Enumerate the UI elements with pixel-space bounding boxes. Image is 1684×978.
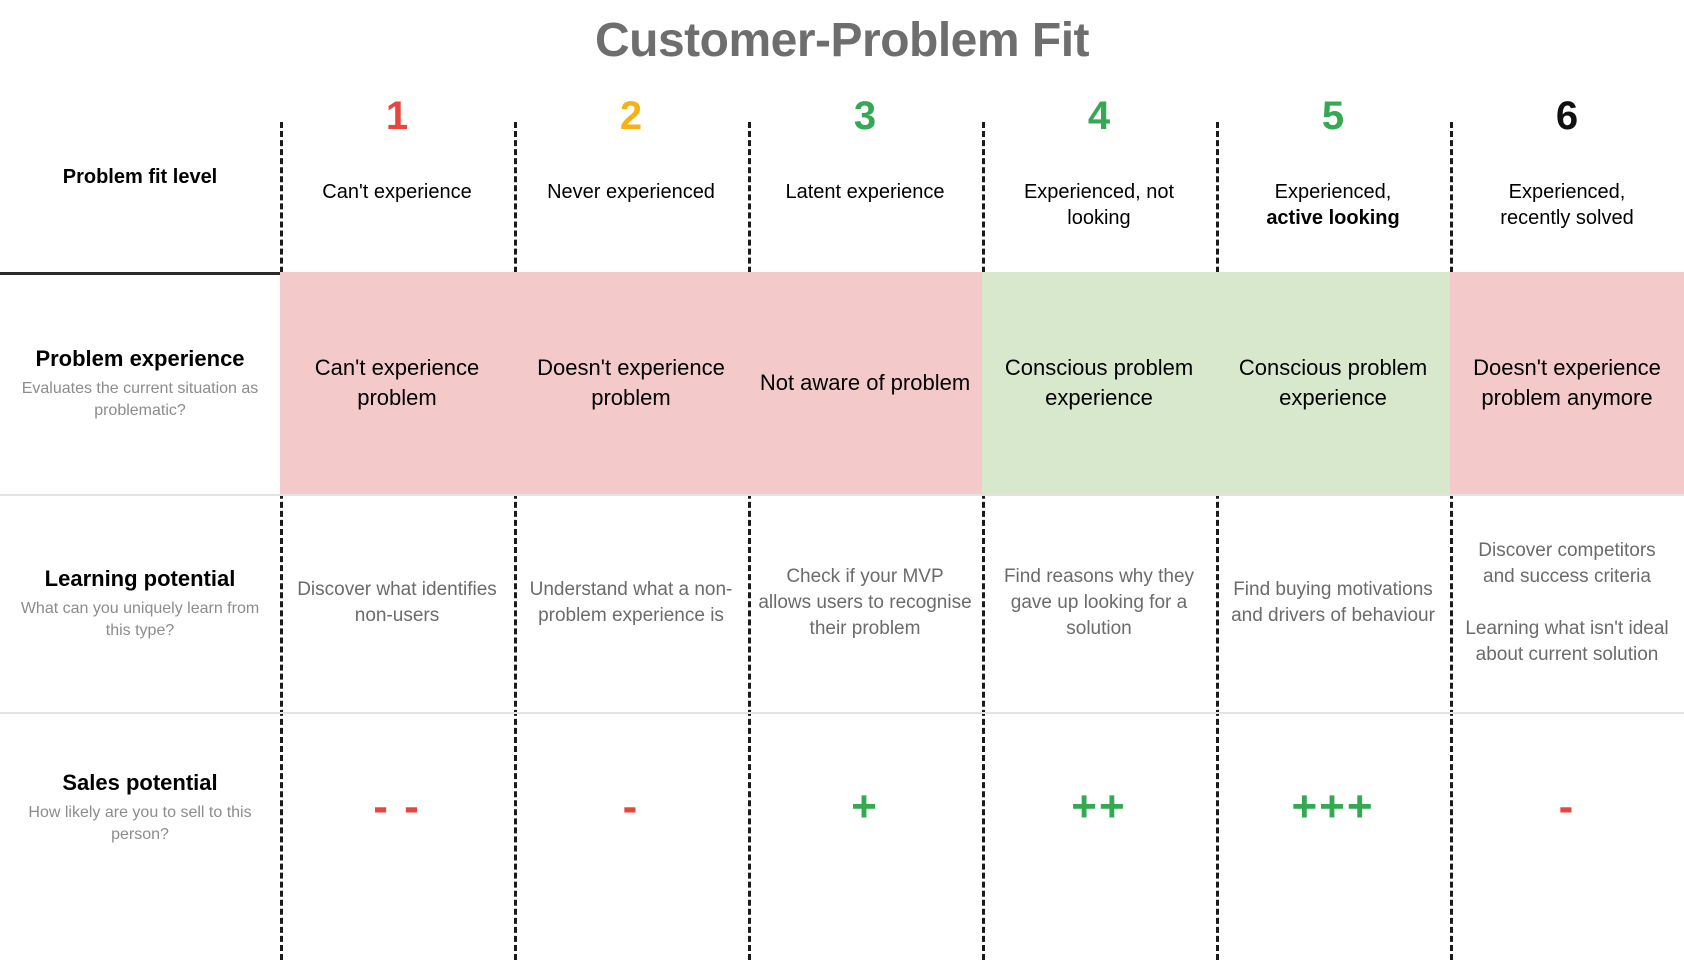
level-number: 2 xyxy=(619,94,643,138)
row-label-problem-experience: Problem experience Evaluates the current… xyxy=(0,272,280,494)
level-description-line2: recently solved xyxy=(1500,206,1634,229)
row-subtitle: What can you uniquely learn from this ty… xyxy=(20,600,260,639)
cell-sales-potential-6: - xyxy=(1558,782,1576,831)
cell-problem-experience-2: Doesn't experience problem xyxy=(514,272,748,494)
row-title: Learning potential xyxy=(44,565,236,591)
cell-paragraph: Discover competitors and success criteri… xyxy=(1478,539,1656,587)
cell-problem-experience-6: Doesn't experience problem anymore xyxy=(1450,272,1684,494)
row-label-learning-potential: Learning potential What can you uniquely… xyxy=(0,494,280,712)
level-description-line1: Never experienced xyxy=(547,181,715,203)
cell-paragraph: Understand what a non-problem experience… xyxy=(529,578,733,626)
row-problem-experience: Problem experience Evaluates the current… xyxy=(0,272,1684,494)
row-sales-potential: Sales potential How likely are you to se… xyxy=(0,712,1684,902)
level-column-6: 6 Experienced, recently solved xyxy=(1450,82,1684,272)
cell-sales-potential-4: ++ xyxy=(1071,782,1127,831)
level-description: Latent experience xyxy=(785,180,944,206)
cell-learning-potential-3: Check if your MVP allows users to recogn… xyxy=(748,494,982,712)
cell-sales-potential-5: +++ xyxy=(1291,782,1375,831)
row-subtitle: Evaluates the current situation as probl… xyxy=(21,380,259,419)
cell-problem-experience-5: Conscious problem experience xyxy=(1216,272,1450,494)
level-description-line1: Latent experience xyxy=(785,181,945,203)
cell-sales-potential-1: - - xyxy=(373,782,421,831)
level-description: Never experienced xyxy=(547,180,715,206)
cell-paragraph: Learning what isn't ideal about current … xyxy=(1465,618,1669,666)
level-description-line2: looking xyxy=(1067,206,1131,229)
cell-problem-experience-3: Not aware of problem xyxy=(748,272,982,494)
level-description-line1: Experienced, not xyxy=(1023,181,1175,203)
level-number: 4 xyxy=(1087,94,1111,138)
level-description: Experienced, not looking xyxy=(1024,180,1174,231)
cell-learning-potential-5: Find buying motivations and drivers of b… xyxy=(1216,494,1450,712)
cell-problem-experience-4: Conscious problem experience xyxy=(982,272,1216,494)
cell-problem-experience-1: Can't experience problem xyxy=(280,272,514,494)
row-label-sales-potential: Sales potential How likely are you to se… xyxy=(0,712,280,902)
cell-paragraph: Discover what identifies non-users xyxy=(297,578,497,626)
cell-learning-potential-2: Understand what a non-problem experience… xyxy=(514,494,748,712)
level-column-2: 2 Never experienced xyxy=(514,82,748,272)
page-title: Customer-Problem Fit xyxy=(594,14,1090,67)
level-column-1: 1 Can't experience xyxy=(280,82,514,272)
level-number: 1 xyxy=(385,94,409,138)
row-subtitle: How likely are you to sell to this perso… xyxy=(28,804,252,843)
level-description: Experienced, recently solved xyxy=(1500,180,1633,231)
level-description: Experienced, active looking xyxy=(1266,180,1399,231)
header-row: Problem fit level 1 Can't experience 2 N… xyxy=(0,82,1684,272)
level-number: 5 xyxy=(1321,94,1345,138)
level-column-4: 4 Experienced, not looking xyxy=(982,82,1216,272)
cell-sales-potential-3: + xyxy=(851,782,879,831)
cell-learning-potential-4: Find reasons why they gave up looking fo… xyxy=(982,494,1216,712)
level-column-3: 3 Latent experience xyxy=(748,82,982,272)
cell-learning-potential-1: Discover what identifies non-users xyxy=(280,494,514,712)
row-title: Sales potential xyxy=(62,769,218,795)
row-divider-rule xyxy=(0,494,1684,496)
cell-learning-potential-6: Discover competitors and success criteri… xyxy=(1450,494,1684,712)
cell-paragraph: Check if your MVP allows users to recogn… xyxy=(758,565,972,640)
level-description-line1: Can't experience xyxy=(322,181,472,203)
row-divider-rule xyxy=(0,712,1684,714)
row-learning-potential: Learning potential What can you uniquely… xyxy=(0,494,1684,712)
header-row-label: Problem fit level xyxy=(62,165,218,188)
level-description-line1: Experienced, xyxy=(1508,181,1626,203)
cell-paragraph: Find buying motivations and drivers of b… xyxy=(1231,578,1435,626)
cell-paragraph: Find reasons why they gave up looking fo… xyxy=(1003,565,1195,640)
level-column-5: 5 Experienced, active looking xyxy=(1216,82,1450,272)
level-number: 6 xyxy=(1555,94,1579,138)
level-description-emphasis: active looking xyxy=(1266,206,1400,229)
level-description: Can't experience xyxy=(322,180,471,206)
level-number: 3 xyxy=(853,94,877,138)
cell-sales-potential-2: - xyxy=(622,782,640,831)
matrix-grid: Problem fit level 1 Can't experience 2 N… xyxy=(0,82,1684,960)
level-description-line1: Experienced, xyxy=(1274,181,1392,203)
row-title: Problem experience xyxy=(35,345,245,371)
